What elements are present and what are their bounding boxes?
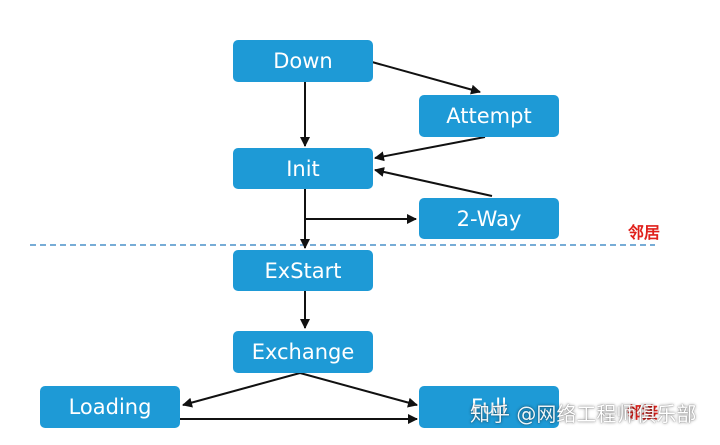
watermark-text: 知乎 @网络工程师俱乐部 [470, 402, 697, 426]
state-node-init: Init [233, 148, 373, 189]
state-node-attempt: Attempt [419, 95, 559, 137]
state-node-exchange: Exchange [233, 331, 373, 373]
arrow-exchange-to-full [299, 372, 418, 408]
adjacency-label: 邻接 [626, 403, 659, 422]
state-node-2-way: 2-Way [419, 198, 559, 239]
state-node-exstart: ExStart [233, 250, 373, 291]
state-node-down: Down [233, 40, 373, 82]
state-node-loading: Loading [40, 386, 180, 428]
arrow-exchange-to-loading [182, 372, 301, 408]
neighbor-label: 邻居 [628, 223, 661, 242]
arrow-attempt-to-init [374, 136, 486, 162]
arrow-twoway-to-init [374, 167, 493, 197]
state-node-full: Full [419, 386, 559, 428]
arrow-down-to-attempt [371, 61, 481, 95]
